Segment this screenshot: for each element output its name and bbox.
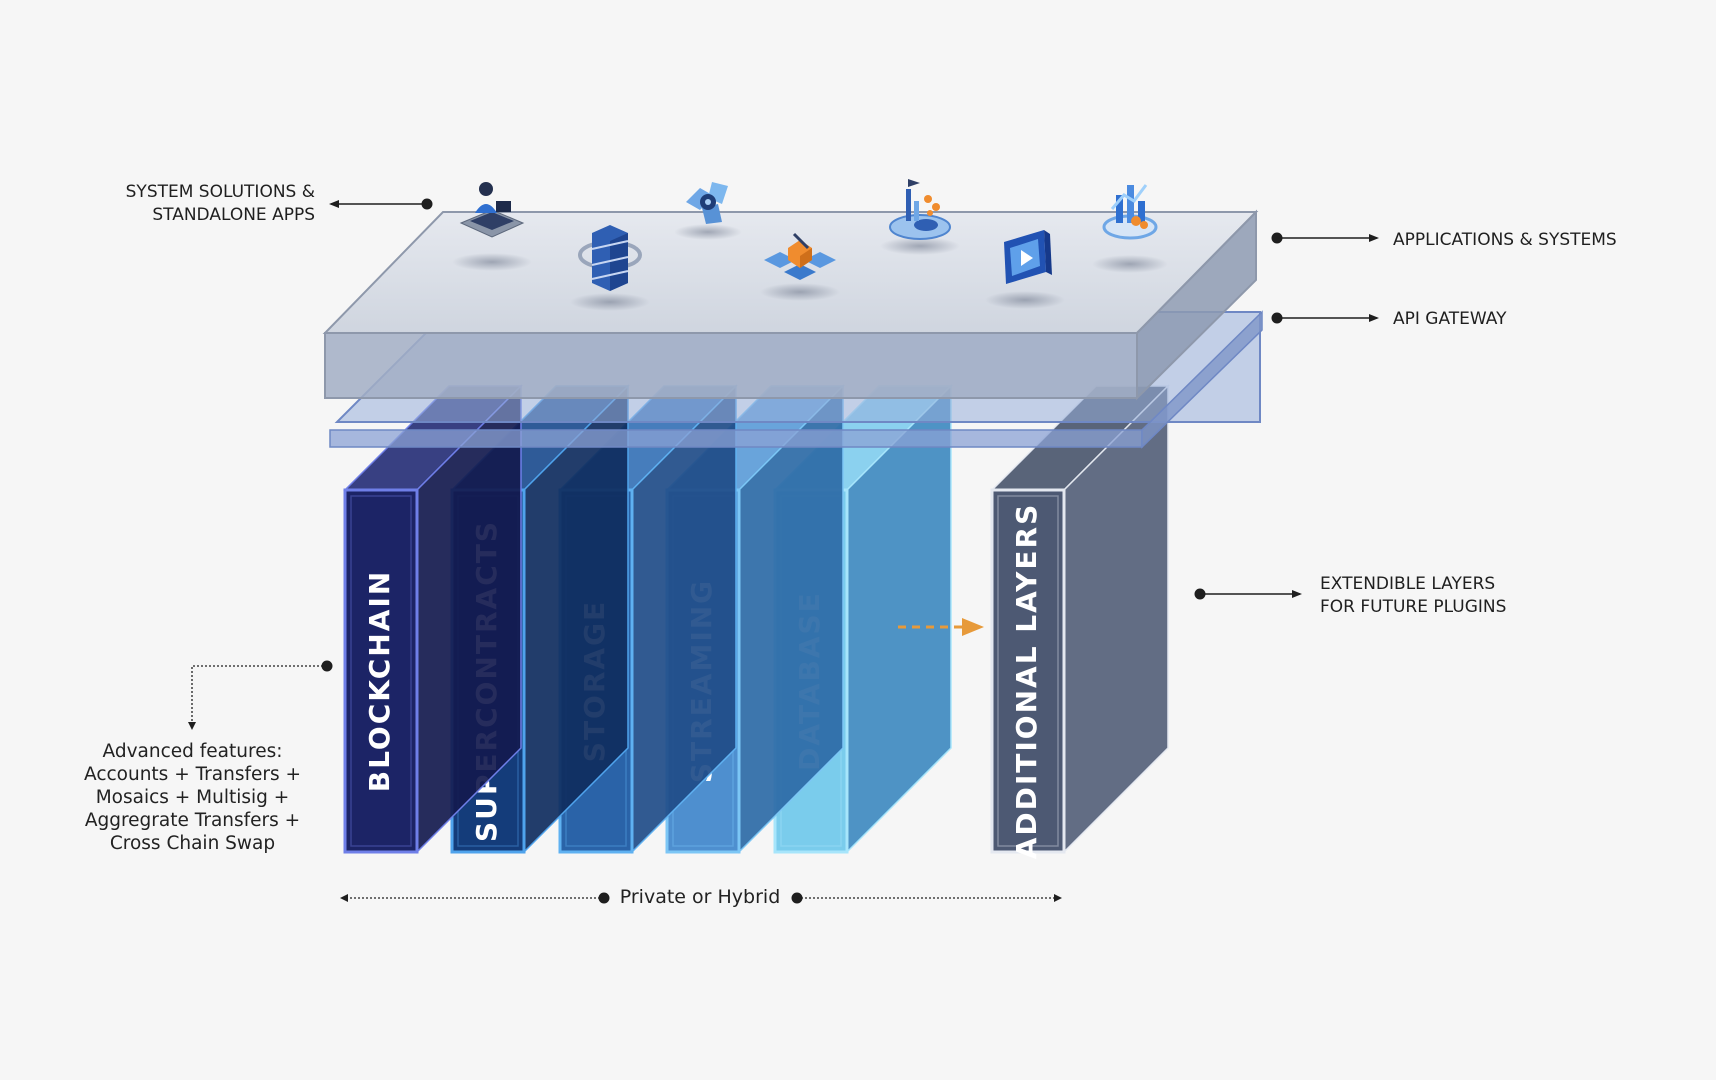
layer-column-additional-layers: ADDITIONAL LAYERS — [990, 384, 1170, 860]
advanced-features-line-2: Accounts + Transfers + — [83, 764, 301, 785]
extendible-layers-line-1: EXTENDIBLE LAYERS — [1320, 574, 1496, 594]
cloud-gear-icon — [686, 182, 728, 224]
layer-column-blockchain-front-face — [343, 488, 419, 854]
advanced-features-line-1: Advanced features: — [102, 741, 283, 762]
server-stack-icon — [578, 225, 642, 291]
system-solutions-label: SYSTEM SOLUTIONS & STANDALONE APPS — [95, 181, 315, 227]
connectors — [188, 198, 1379, 904]
api-gateway-label: API GATEWAY — [1393, 309, 1507, 329]
advanced-features-line-3: Mosaics + Multisig + — [95, 787, 290, 808]
advanced-features-line-5: Cross Chain Swap — [109, 833, 276, 854]
api-gateway-plate-side — [1141, 310, 1263, 449]
layer-columns: ADDITIONAL LAYERSDATABASESTREAMINGSTORAG… — [343, 384, 1170, 860]
layer-column-additional-layers-label: ADDITIONAL LAYERS — [1010, 503, 1043, 860]
private-or-hybrid-label: Private or Hybrid — [619, 886, 781, 908]
extendible-layers-line-2: FOR FUTURE PLUGINS — [1320, 597, 1507, 617]
system-solutions-line-2: STANDALONE APPS — [152, 205, 315, 225]
advanced-features-label: Advanced features: Accounts + Transfers … — [55, 740, 330, 855]
advanced-features-line-4: Aggregrate Transfers + — [84, 810, 301, 831]
system-solutions-line-1: SYSTEM SOLUTIONS & — [125, 182, 315, 202]
layer-column-blockchain-label: BLOCKCHAIN — [363, 570, 396, 792]
applications-platform-front — [324, 332, 1138, 399]
growth-chart-icon — [1102, 184, 1158, 240]
layer-column-additional-layers-glow-edge — [997, 495, 1059, 847]
extension-arrow — [898, 618, 984, 636]
icon-shadows — [452, 224, 1168, 311]
advanced-features-arrow — [188, 665, 327, 730]
user-laptop-icon — [459, 182, 525, 238]
layer-column-additional-layers-front-face — [990, 488, 1066, 854]
layer-column-blockchain-glow-edge — [350, 495, 412, 847]
blocks-network-icon — [764, 232, 836, 280]
video-player-icon — [1004, 230, 1052, 284]
applications-platform-side — [1136, 209, 1257, 401]
chart-analytics-icon — [889, 179, 951, 240]
extendible-layers-label: EXTENDIBLE LAYERS FOR FUTURE PLUGINS — [1320, 573, 1506, 619]
applications-systems-label: APPLICATIONS & SYSTEMS — [1393, 230, 1617, 250]
api-gateway-plate-front — [329, 429, 1143, 448]
